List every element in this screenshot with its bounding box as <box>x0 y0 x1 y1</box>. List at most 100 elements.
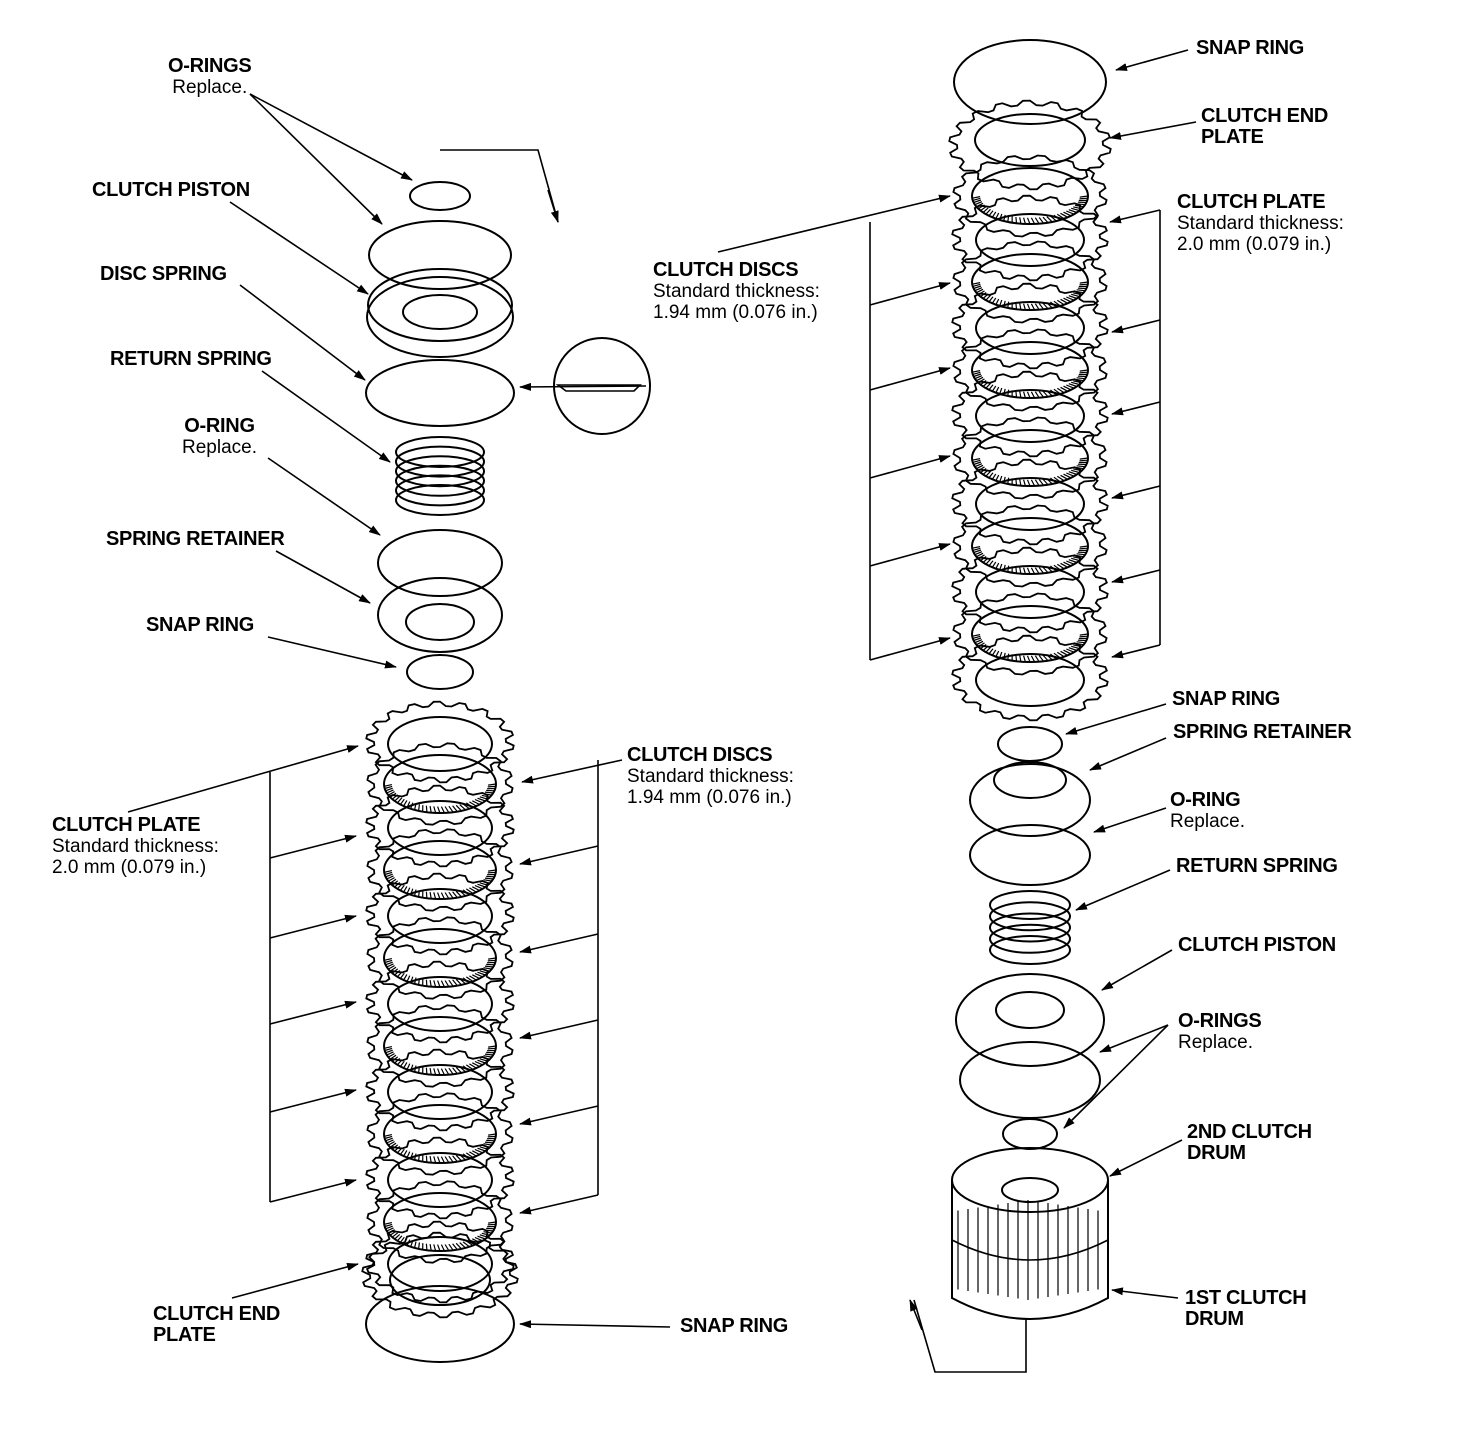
friction-hatch-line <box>1071 381 1080 386</box>
friction-hatch-line <box>976 464 984 470</box>
friction-hatch-line <box>972 370 981 373</box>
spring-retainer-left-bore <box>405 603 475 641</box>
friction-hatch-line <box>455 1066 462 1074</box>
friction-hatch-line <box>448 1243 454 1251</box>
leader-clutch-piston-right <box>1101 949 1173 991</box>
leader-clutch-discs-left-0 <box>519 845 599 866</box>
friction-hatch-line <box>455 804 462 812</box>
friction-hatch-line <box>437 892 441 900</box>
clutch-drum-hub <box>1001 1177 1059 1203</box>
friction-hatch-line <box>1079 633 1089 636</box>
leader-disc-spring <box>239 284 366 381</box>
friction-hatch-line <box>385 961 393 966</box>
return-spring-left <box>395 436 485 516</box>
spring-coil <box>395 455 485 488</box>
label-2nd-clutch-drum: 2ND CLUTCH DRUM <box>1187 1121 1312 1164</box>
friction-hatch-line <box>1038 217 1044 224</box>
leader-1st-clutch-drum <box>1111 1287 1179 1299</box>
friction-hatch-line <box>1079 281 1089 284</box>
leader-spring-retainer-left <box>275 550 371 604</box>
friction-hatch-line <box>386 875 394 880</box>
friction-hatch-line <box>440 980 445 988</box>
friction-hatch-line <box>972 546 981 549</box>
leader-snap-ring-bottom-left <box>519 1320 671 1329</box>
friction-hatch-line <box>488 1133 497 1136</box>
clutch-plate-left <box>365 1048 515 1132</box>
friction-hatch-line <box>988 296 994 303</box>
friction-hatch-line <box>988 210 994 217</box>
label-snap-ring-right: SNAP RING <box>1172 688 1281 710</box>
label-clutch-piston-right: CLUTCH PISTON <box>1178 934 1336 956</box>
friction-hatch-line <box>1042 216 1049 223</box>
friction-hatch-line <box>999 563 1003 571</box>
friction-hatch-line <box>1026 391 1031 399</box>
friction-hatch-line <box>999 475 1003 483</box>
spring-retainer-right-outer <box>969 763 1091 837</box>
friction-hatch-line <box>433 892 437 900</box>
spring-coil <box>395 436 485 468</box>
clutch-drum-body <box>951 1180 1109 1320</box>
friction-hatch-line <box>999 387 1003 395</box>
friction-hatch-line <box>973 461 982 466</box>
friction-hatch-line <box>972 371 981 375</box>
friction-hatch-line <box>477 971 486 976</box>
friction-hatch-line <box>1076 641 1086 644</box>
leader-clutch-plate-right-main <box>1109 209 1161 224</box>
friction-hatch-line <box>474 1060 483 1066</box>
friction-hatch-line <box>1071 293 1080 298</box>
clutch-plate-right-inner <box>975 389 1085 443</box>
friction-hatch-line <box>1056 299 1065 306</box>
friction-hatch-line <box>406 1063 411 1070</box>
clutch-plate-right <box>951 370 1109 458</box>
leader-clutch-discs-left-1 <box>519 933 599 954</box>
leader-clutch-discs-right-1 <box>869 367 951 391</box>
friction-hatch-line <box>1023 217 1026 225</box>
friction-hatch-line <box>418 1242 420 1249</box>
friction-hatch-line <box>429 1243 432 1251</box>
friction-hatch-line <box>472 1150 480 1156</box>
leader-clutch-discs-right-2 <box>869 455 951 479</box>
friction-hatch-line <box>1056 213 1065 220</box>
friction-hatch-line <box>472 886 480 892</box>
friction-hatch-line <box>394 795 401 802</box>
label-return-spring-right: RETURN SPRING <box>1176 855 1338 877</box>
clutch-plate-left <box>365 1136 515 1220</box>
friction-hatch-line <box>391 1232 399 1238</box>
clutch-disc-right-hatch <box>972 457 1089 487</box>
friction-hatch-line <box>433 806 437 814</box>
friction-hatch-line <box>459 804 466 811</box>
friction-hatch-line <box>389 1142 397 1148</box>
friction-hatch-line <box>973 637 982 642</box>
friction-hatch-line <box>1060 298 1068 304</box>
friction-hatch-line <box>1071 207 1080 212</box>
friction-hatch-line <box>976 288 984 294</box>
leader-clutch-discs-right-3 <box>869 543 951 567</box>
friction-hatch-line <box>465 1064 474 1070</box>
friction-hatch-line <box>459 1242 466 1249</box>
friction-hatch-line <box>388 965 395 970</box>
friction-hatch-line <box>440 1068 445 1076</box>
clutch-plate-right-inner <box>975 213 1085 267</box>
friction-hatch-line <box>452 1243 458 1250</box>
friction-hatch-line <box>472 800 480 806</box>
clutch-plate-left-inner <box>387 716 493 772</box>
friction-hatch-line <box>991 297 997 304</box>
clutch-plate-left <box>365 784 515 868</box>
friction-hatch-line <box>1063 297 1072 303</box>
friction-hatch-line <box>1079 547 1088 550</box>
leader-clutch-plate-left-1 <box>269 914 357 939</box>
friction-hatch-line <box>1068 295 1078 300</box>
friction-hatch-line <box>1071 469 1080 474</box>
friction-hatch-line <box>1026 217 1031 225</box>
friction-hatch-line <box>429 891 432 899</box>
clutch-disc-right-hatch <box>972 369 1089 399</box>
label-1st-clutch-drum: 1ST CLUTCH DRUM <box>1185 1287 1307 1330</box>
friction-hatch-line <box>472 974 480 980</box>
friction-hatch-line <box>469 1151 477 1157</box>
clutch-disc-left <box>366 1004 514 1088</box>
spring-coil <box>395 484 485 516</box>
leader-clutch-plate-left-0 <box>269 834 357 859</box>
friction-hatch-line <box>1038 479 1044 486</box>
friction-hatch-line <box>1056 387 1065 394</box>
friction-hatch-line <box>385 787 393 792</box>
